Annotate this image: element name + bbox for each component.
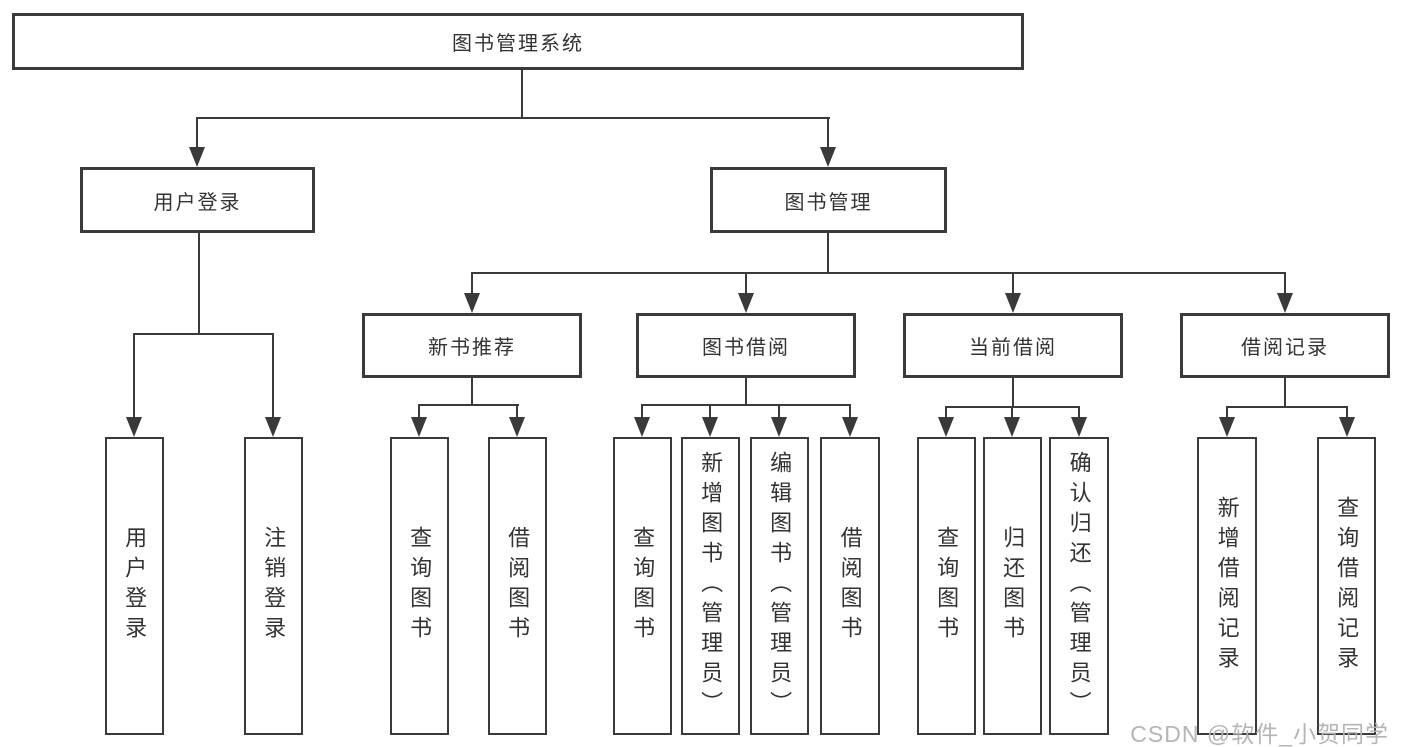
leaf-confirm-return-admin-label: 确认归还（管理员）: [1066, 451, 1092, 721]
connector-line: [745, 378, 747, 406]
connector-line: [827, 117, 829, 151]
arrowhead-icon: [738, 293, 754, 313]
leaf-logout: 注销登录: [244, 437, 303, 735]
connector-line: [471, 272, 473, 297]
leaf-add-borrow-record-label: 新增借阅记录: [1214, 496, 1240, 676]
connector-line: [709, 404, 711, 420]
node-user-login: 用户登录: [80, 167, 315, 233]
connector-line: [272, 333, 274, 421]
leaf-add-book-admin: 新增图书（管理员）: [681, 437, 740, 735]
connector-line: [198, 233, 200, 335]
leaf-borrow-book-recommend: 借阅图书: [488, 437, 547, 735]
arrowhead-icon: [842, 417, 858, 437]
connector-line: [516, 404, 518, 420]
connector-line: [133, 333, 135, 421]
arrowhead-icon: [1339, 417, 1355, 437]
node-book-management-label: 图书管理: [784, 191, 873, 214]
node-book-borrow: 图书借阅: [636, 313, 856, 378]
arrowhead-icon: [771, 417, 787, 437]
csdn-watermark: CSDN @软件_小贺同学: [1130, 721, 1389, 747]
leaf-query-borrow-record-label: 查询借阅记录: [1334, 496, 1360, 676]
arrowhead-icon: [1004, 417, 1020, 437]
connector-line: [471, 272, 1286, 274]
connector-line: [471, 378, 473, 406]
node-root-label: 图书管理系统: [452, 33, 584, 55]
leaf-edit-book-admin-label: 编辑图书（管理员）: [767, 451, 793, 721]
connector-line: [849, 404, 851, 420]
connector-line: [196, 117, 830, 119]
connector-line: [1012, 378, 1014, 408]
leaf-return-book: 归还图书: [983, 437, 1042, 735]
leaf-user-login-label: 用户登录: [122, 526, 148, 646]
connector-line: [945, 406, 947, 420]
arrowhead-icon: [411, 417, 427, 437]
arrowhead-icon: [1005, 293, 1021, 313]
connector-line: [418, 404, 519, 406]
leaf-borrow-book: 借阅图书: [820, 437, 880, 735]
arrowhead-icon: [126, 417, 142, 437]
node-current-borrow: 当前借阅: [903, 313, 1123, 378]
leaf-borrow-book-recommend-label: 借阅图书: [505, 526, 531, 646]
leaf-query-book-borrow: 查询图书: [613, 437, 672, 735]
leaf-add-book-admin-label: 新增图书（管理员）: [698, 451, 724, 721]
arrowhead-icon: [464, 293, 480, 313]
connector-line: [1226, 406, 1348, 408]
arrowhead-icon: [1277, 293, 1293, 313]
connector-line: [196, 117, 198, 151]
connector-line: [1346, 406, 1348, 420]
connector-line: [1284, 272, 1286, 297]
leaf-edit-book-admin: 编辑图书（管理员）: [750, 437, 809, 735]
arrowhead-icon: [634, 417, 650, 437]
arrowhead-icon: [509, 417, 525, 437]
node-current-borrow-label: 当前借阅: [969, 337, 1057, 359]
leaf-add-borrow-record: 新增借阅记录: [1197, 437, 1257, 735]
node-root: 图书管理系统: [12, 13, 1024, 70]
leaf-return-book-label: 归还图书: [1000, 526, 1026, 646]
connector-line: [418, 404, 420, 420]
node-new-book-recommend-label: 新书推荐: [428, 337, 516, 359]
connector-line: [827, 233, 829, 274]
connector-line: [1226, 406, 1228, 420]
arrowhead-icon: [189, 147, 205, 167]
arrowhead-icon: [265, 417, 281, 437]
connector-line: [1011, 406, 1013, 420]
node-book-borrow-label: 图书借阅: [702, 337, 790, 359]
connector-line: [778, 404, 780, 420]
connector-line: [1284, 378, 1286, 408]
leaf-user-login: 用户登录: [105, 437, 164, 735]
connector-line: [641, 404, 643, 420]
leaf-query-book-current: 查询图书: [917, 437, 976, 735]
arrowhead-icon: [820, 147, 836, 167]
leaf-query-book-borrow-label: 查询图书: [630, 526, 656, 646]
connector-line: [521, 70, 523, 119]
connector-line: [1012, 272, 1014, 297]
node-new-book-recommend: 新书推荐: [362, 313, 582, 378]
leaf-query-book-recommend: 查询图书: [390, 437, 449, 735]
leaf-confirm-return-admin: 确认归还（管理员）: [1049, 437, 1109, 735]
connector-line: [133, 333, 274, 335]
node-borrow-record: 借阅记录: [1180, 313, 1390, 378]
leaf-query-borrow-record: 查询借阅记录: [1317, 437, 1376, 735]
leaf-query-book-recommend-label: 查询图书: [407, 526, 433, 646]
connector-line: [1078, 406, 1080, 420]
arrowhead-icon: [702, 417, 718, 437]
arrowhead-icon: [1071, 417, 1087, 437]
connector-line: [745, 272, 747, 297]
arrowhead-icon: [938, 417, 954, 437]
leaf-logout-label: 注销登录: [261, 526, 287, 646]
node-book-management: 图书管理: [710, 167, 947, 233]
leaf-query-book-current-label: 查询图书: [934, 526, 960, 646]
arrowhead-icon: [1219, 417, 1235, 437]
connector-line: [641, 404, 851, 406]
leaf-borrow-book-label: 借阅图书: [837, 526, 863, 646]
node-user-login-label: 用户登录: [153, 191, 242, 214]
node-borrow-record-label: 借阅记录: [1241, 337, 1329, 359]
